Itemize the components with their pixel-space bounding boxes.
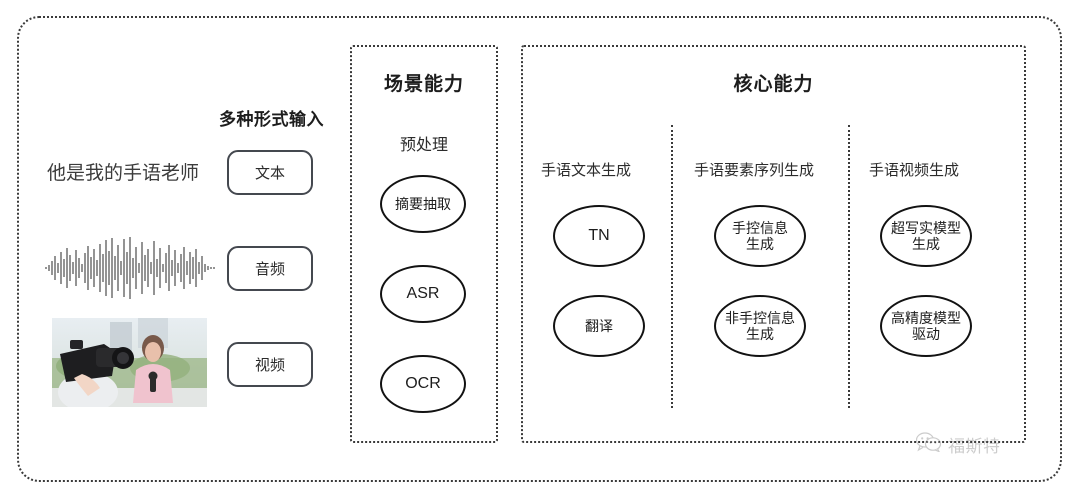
core-node-tn[interactable]: TN [553, 205, 645, 267]
sample-input-text: 他是我的手语老师 [47, 163, 200, 184]
scene-node-asr[interactable]: ASR [380, 265, 466, 323]
watermark: 福斯特 [915, 432, 1001, 457]
scene-node-summary[interactable]: 摘要抽取 [380, 175, 466, 233]
input-mode-video-button[interactable]: 视频 [227, 342, 313, 387]
video-thumbnail-icon [52, 318, 207, 407]
core-column-divider-2 [848, 125, 850, 408]
core-node-translation[interactable]: 翻译 [553, 295, 645, 357]
core-node-hyperrealistic-model-generation[interactable]: 超写实模型生成 [880, 205, 972, 267]
scene-panel-title: 场景能力 [383, 74, 464, 95]
scene-capability-panel: 场景能力 预处理 [350, 45, 498, 443]
scene-node-ocr[interactable]: OCR [380, 355, 466, 413]
outer-frame [17, 16, 1062, 482]
core-capability-panel: 核心能力 [521, 45, 1026, 443]
core-node-highprecision-model-driving[interactable]: 高精度模型驱动 [880, 295, 972, 357]
core-column-heading-elements: 手语要素序列生成 [694, 162, 815, 179]
wechat-icon [915, 432, 942, 457]
input-section-heading: 多种形式输入 [219, 110, 324, 129]
core-panel-title: 核心能力 [733, 74, 814, 95]
input-mode-audio-button[interactable]: 音频 [227, 246, 313, 291]
input-mode-text-button[interactable]: 文本 [227, 150, 313, 195]
core-column-heading-text: 手语文本生成 [541, 162, 632, 179]
watermark-text: 福斯特 [948, 437, 1001, 456]
audio-waveform-icon [44, 236, 216, 300]
core-column-heading-video: 手语视频生成 [869, 162, 960, 179]
core-node-nonmanual-info-generation[interactable]: 非手控信息生成 [714, 295, 806, 357]
core-column-divider-1 [671, 125, 673, 408]
core-node-manual-info-generation[interactable]: 手控信息生成 [714, 205, 806, 267]
scene-panel-subtitle: 预处理 [399, 137, 448, 154]
